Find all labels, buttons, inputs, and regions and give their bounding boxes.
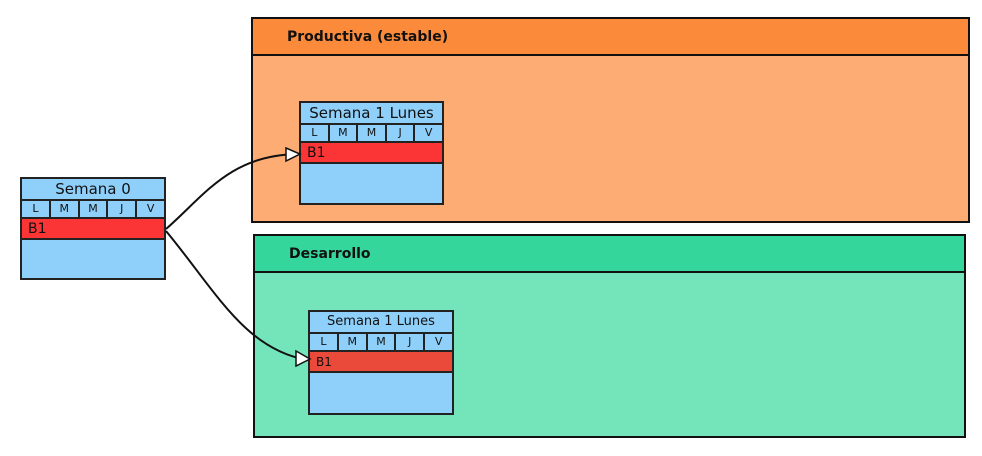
day-cell: L <box>22 201 51 217</box>
weekday-row: L M M J V <box>310 334 452 352</box>
day-cell: V <box>424 126 433 139</box>
day-cell: M <box>330 125 359 141</box>
lane-productiva-header: Productiva (estable) <box>253 19 968 56</box>
week-node-title: Semana 1 Lunes <box>310 312 452 334</box>
day-cell: J <box>108 201 138 217</box>
week-node-title: Semana 0 <box>22 179 164 201</box>
branch-bar: B1 <box>22 219 164 240</box>
day-cell: M <box>51 201 80 217</box>
day-cell: J <box>396 334 426 350</box>
arrowhead-productiva-icon <box>285 146 302 163</box>
lane-productiva-title: Productiva (estable) <box>287 28 449 45</box>
day-cell: M <box>339 334 368 350</box>
day-cell: L <box>310 334 339 350</box>
lane-desarrollo-title: Desarrollo <box>289 245 371 262</box>
branch-bar: B1 <box>301 143 442 164</box>
day-cell: V <box>146 202 155 215</box>
branch-bar: B1 <box>310 352 452 373</box>
lane-desarrollo-header: Desarrollo <box>255 236 964 273</box>
connector-to-productiva[interactable] <box>165 153 299 230</box>
day-cell: V <box>434 335 443 348</box>
arrowhead-desarrollo-icon <box>295 349 312 368</box>
weekday-row: L M M J V <box>22 201 164 219</box>
week-node-productiva-lunes[interactable]: Semana 1 Lunes L M M J V B1 <box>299 101 444 205</box>
day-cell: M <box>80 201 109 217</box>
weekday-row: L M M J V <box>301 125 442 143</box>
day-cell: L <box>301 125 330 141</box>
week-node-semana-0[interactable]: Semana 0 L M M J V B1 <box>20 177 166 280</box>
week-node-title: Semana 1 Lunes <box>301 103 442 125</box>
day-cell: M <box>368 334 397 350</box>
day-cell: J <box>387 125 416 141</box>
week-node-desarrollo-lunes[interactable]: Semana 1 Lunes L M M J V B1 <box>308 310 454 415</box>
connector-to-desarrollo[interactable] <box>165 230 309 361</box>
day-cell: M <box>358 125 387 141</box>
